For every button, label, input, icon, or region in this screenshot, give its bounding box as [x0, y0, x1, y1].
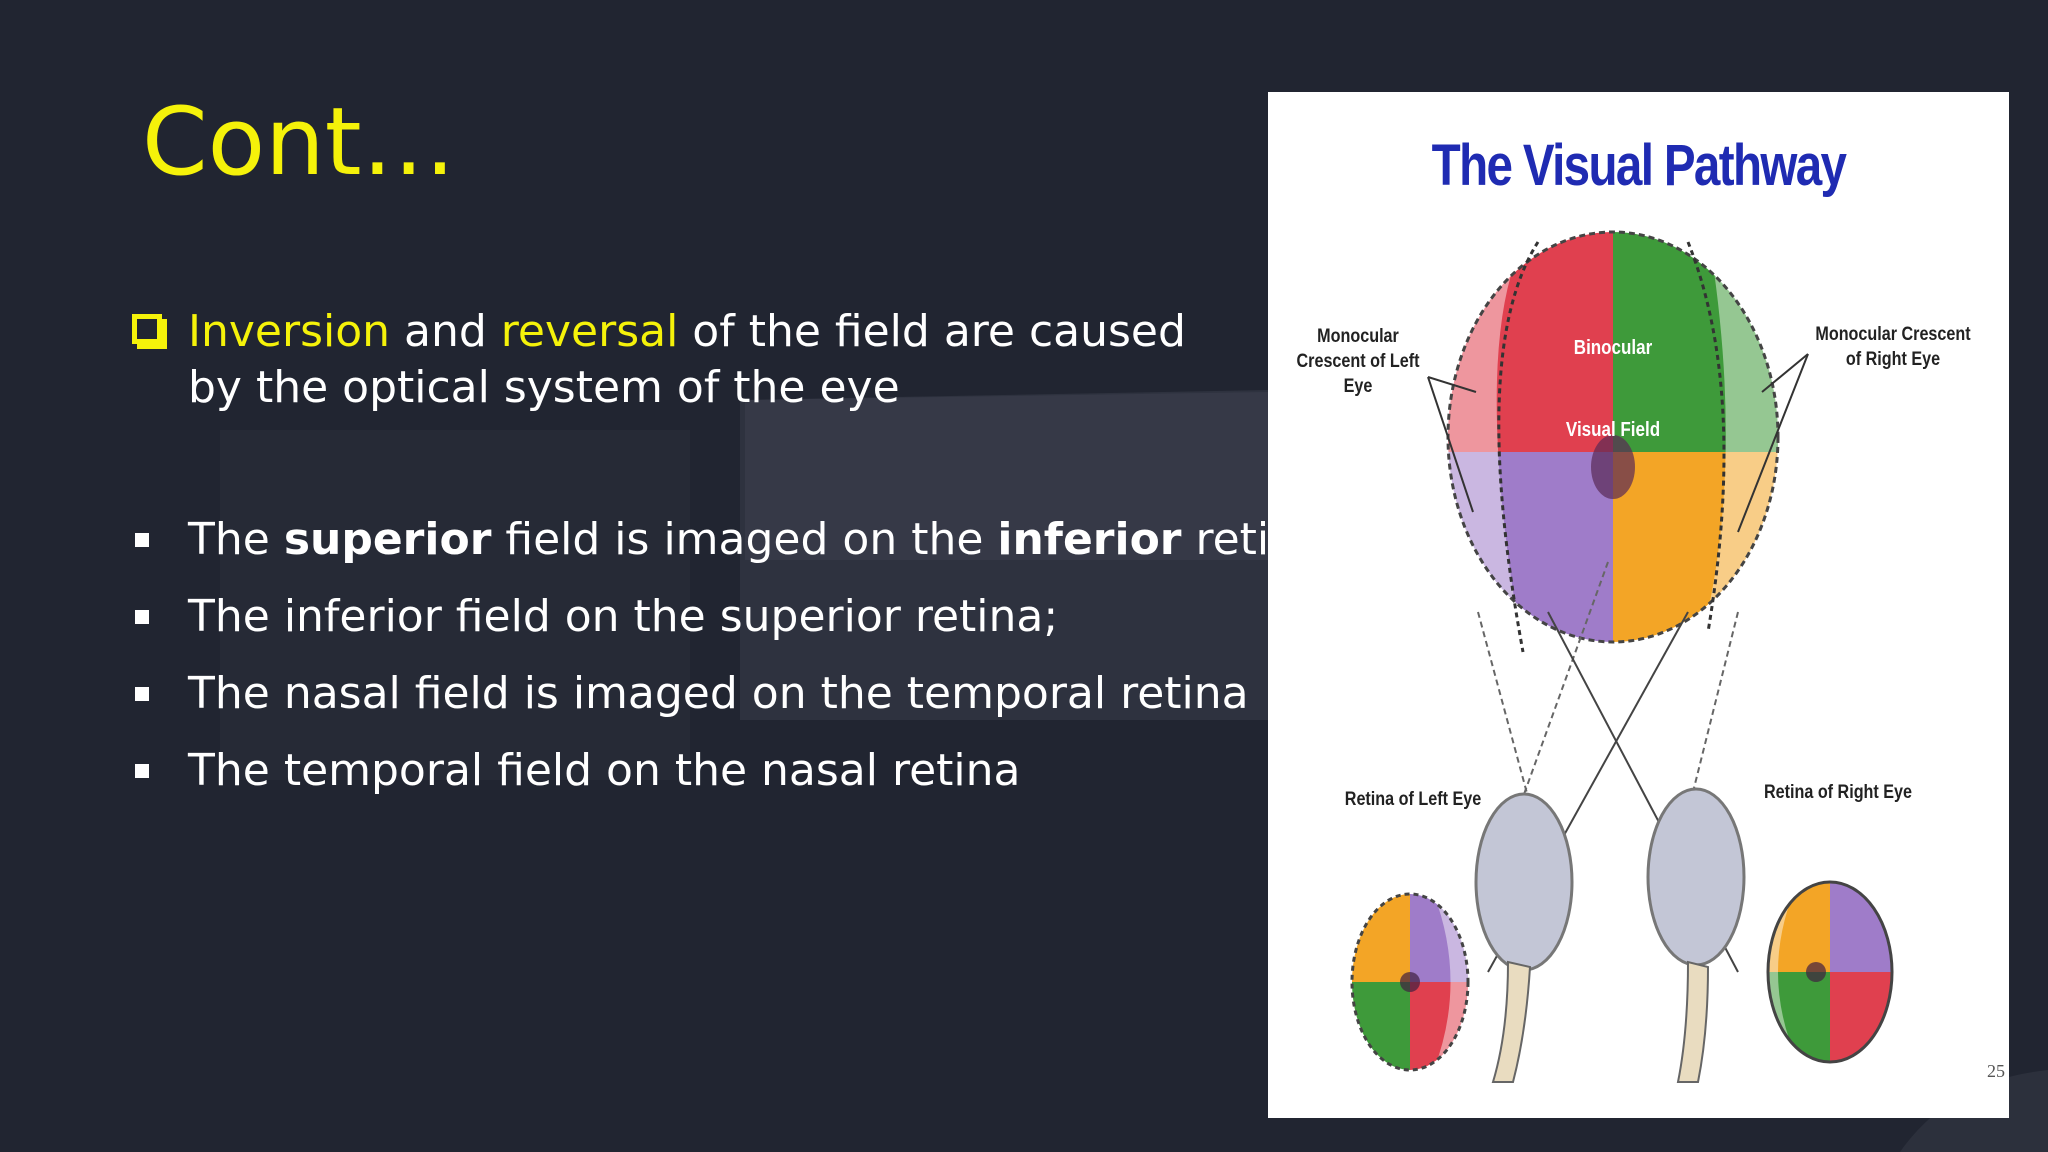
visual-pathway-diagram	[1350, 230, 1894, 1083]
bullet-bold-word: inferior	[997, 514, 1182, 565]
figure-title: The Visual Pathway	[1431, 133, 1847, 198]
bullet-bold-word: superior	[283, 514, 492, 565]
bullet-item: The nasal field is imaged on the tempora…	[132, 664, 1324, 741]
visual-pathway-figure: The Visual Pathway	[1268, 92, 2009, 1118]
slide-title: Cont…	[142, 88, 456, 197]
intro-text: Inversion and reversal of the field are …	[188, 304, 1232, 416]
label-right-crescent: Monocular Crescent of Right Eye	[1815, 324, 1971, 370]
highlight-reversal: reversal	[500, 306, 679, 357]
bullet-text: The temporal field on the nasal retina	[188, 745, 1021, 796]
square-bullet-icon	[135, 533, 149, 547]
bullet-list: The superior field is imaged on the infe…	[132, 510, 1324, 818]
label-visual-field: Visual Field	[1565, 419, 1661, 441]
label-left-crescent: Monocular Crescent of Left Eye	[1296, 326, 1420, 397]
checkbox-bullet-icon	[132, 314, 167, 349]
square-bullet-icon	[135, 610, 149, 624]
intro-text-part: of the field are caused by the optical s…	[188, 306, 1186, 413]
label-retina-left: Retina of Left Eye	[1344, 789, 1482, 810]
square-bullet-icon	[135, 687, 149, 701]
intro-text-part: and	[390, 306, 501, 357]
bullet-item: The inferior field on the superior retin…	[132, 587, 1324, 664]
label-retina-right: Retina of Right Eye	[1763, 782, 1913, 803]
bullet-text-part: The	[188, 514, 284, 565]
bullet-text-part: field is imaged on the	[491, 514, 998, 565]
left-retina-quadrants	[1352, 894, 1468, 1070]
bullet-item: The temporal field on the nasal retina	[132, 741, 1324, 818]
square-bullet-icon	[135, 764, 149, 778]
intro-point: Inversion and reversal of the field are …	[132, 304, 1232, 416]
bullet-item: The superior field is imaged on the infe…	[132, 510, 1324, 587]
label-binocular: Binocular	[1573, 337, 1653, 359]
page-number: 25	[1987, 1061, 2005, 1081]
bullet-text: The nasal field is imaged on the tempora…	[188, 668, 1249, 719]
highlight-inversion: Inversion	[188, 306, 391, 357]
bullet-text: The inferior field on the superior retin…	[188, 591, 1059, 642]
